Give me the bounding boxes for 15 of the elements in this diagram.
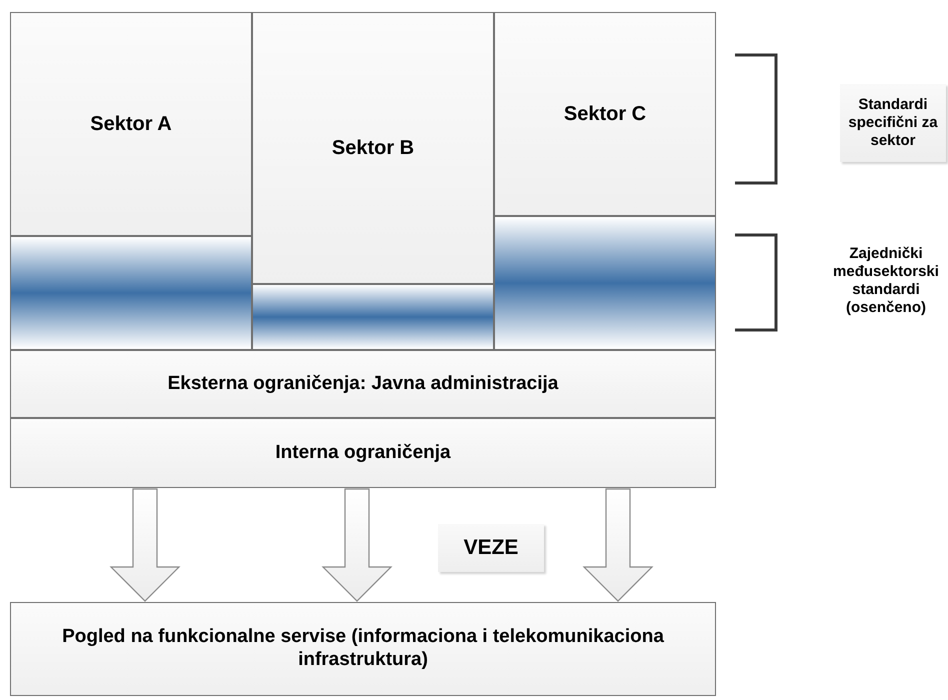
section-box: Sektor C (494, 12, 716, 216)
section-box: Eksterna ograničenja: Javna administracija (10, 350, 716, 418)
shaded-band (10, 236, 252, 350)
note-text: Zajednički međusektorski standardi (osenčeno) (826, 230, 946, 332)
section-box: Interna ograničenja (10, 418, 716, 488)
block-arrow (110, 488, 180, 602)
shaded-band (252, 284, 494, 350)
section-box: Sektor A (10, 12, 252, 236)
note-box: VEZE (438, 524, 544, 572)
section-box: Sektor B (252, 12, 494, 284)
block-arrow (582, 488, 654, 602)
note-box: Standardi specifični za sektor (840, 84, 946, 162)
shaded-band (494, 216, 716, 350)
block-arrow (322, 488, 392, 602)
section-box: Pogled na funkcionalne servise (informaciona i telekomunikaciona infrastruktura) (10, 602, 716, 696)
